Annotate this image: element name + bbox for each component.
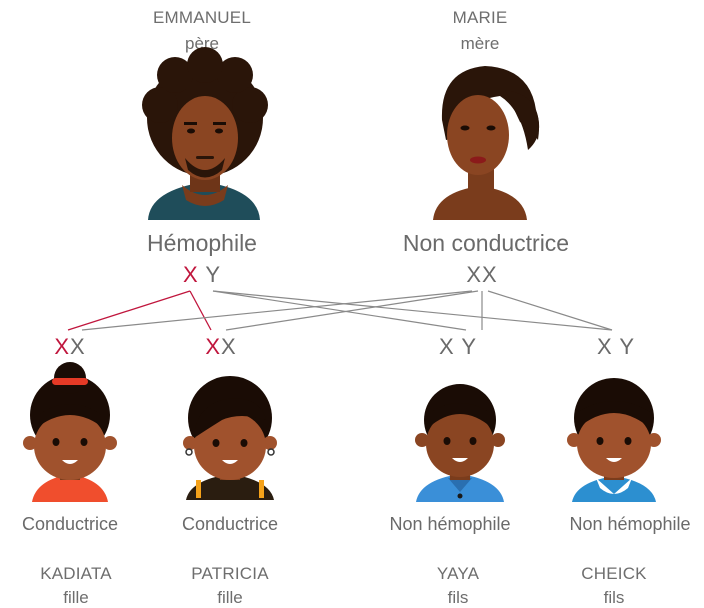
yaya-allele-a: X <box>438 334 455 359</box>
cheick-role: fils <box>603 588 625 607</box>
patricia-avatar <box>183 376 277 500</box>
yaya-allele-b: Y <box>461 334 478 359</box>
mother-genotype: XX <box>466 262 497 288</box>
patricia-allele-b: X <box>221 334 237 359</box>
yaya-name: YAYA <box>436 564 480 583</box>
cheick-avatar <box>567 378 661 502</box>
line-father-y-to-yaya <box>212 290 467 331</box>
patricia-name: PATRICIA <box>191 564 269 583</box>
line-mother-x-to-patricia <box>225 290 479 331</box>
yaya-avatar <box>415 384 505 502</box>
father-name: EMMANUEL <box>153 8 251 27</box>
kadiata-allele-b: X <box>70 334 86 359</box>
father-genotype: X Y <box>183 262 221 288</box>
line-father-y-to-cheick <box>212 290 613 331</box>
mother-status: Non conductrice <box>402 230 570 256</box>
patricia-role: fille <box>217 588 243 607</box>
father-allele-y: Y <box>205 262 222 287</box>
father-status: Hémophile <box>147 230 257 256</box>
kadiata-genotype: XX <box>54 334 85 360</box>
mother-role: mère <box>460 34 500 53</box>
yaya-status: Non hémophile <box>389 514 511 534</box>
cheick-status: Non hémophile <box>569 514 691 534</box>
kadiata-name: KADIATA <box>40 564 112 583</box>
mother-allele-x1: X <box>466 262 482 287</box>
mother-allele-x2: X <box>482 262 498 287</box>
yaya-role: fils <box>447 588 469 607</box>
kadiata-status: Conductrice <box>21 514 119 534</box>
kadiata-avatar <box>23 362 117 502</box>
kadiata-allele-a: X <box>54 334 70 359</box>
kadiata-role: fille <box>63 588 89 607</box>
cheick-allele-b: Y <box>619 334 636 359</box>
cheick-allele-a: X <box>596 334 613 359</box>
mother-name: MARIE <box>452 8 508 27</box>
father-allele-x: X <box>182 262 199 287</box>
patricia-allele-a: X <box>205 334 221 359</box>
patricia-genotype: XX <box>205 334 236 360</box>
yaya-genotype: X Y <box>439 334 477 360</box>
line-father-x-to-kadiata <box>67 290 191 331</box>
patricia-status: Conductrice <box>181 514 279 534</box>
cheick-name: CHEICK <box>581 564 647 583</box>
line-father-x-to-patricia <box>189 290 212 331</box>
line-mother-x-to-cheick <box>487 290 613 331</box>
cheick-genotype: X Y <box>597 334 635 360</box>
line-mother-x-to-kadiata <box>81 290 473 331</box>
